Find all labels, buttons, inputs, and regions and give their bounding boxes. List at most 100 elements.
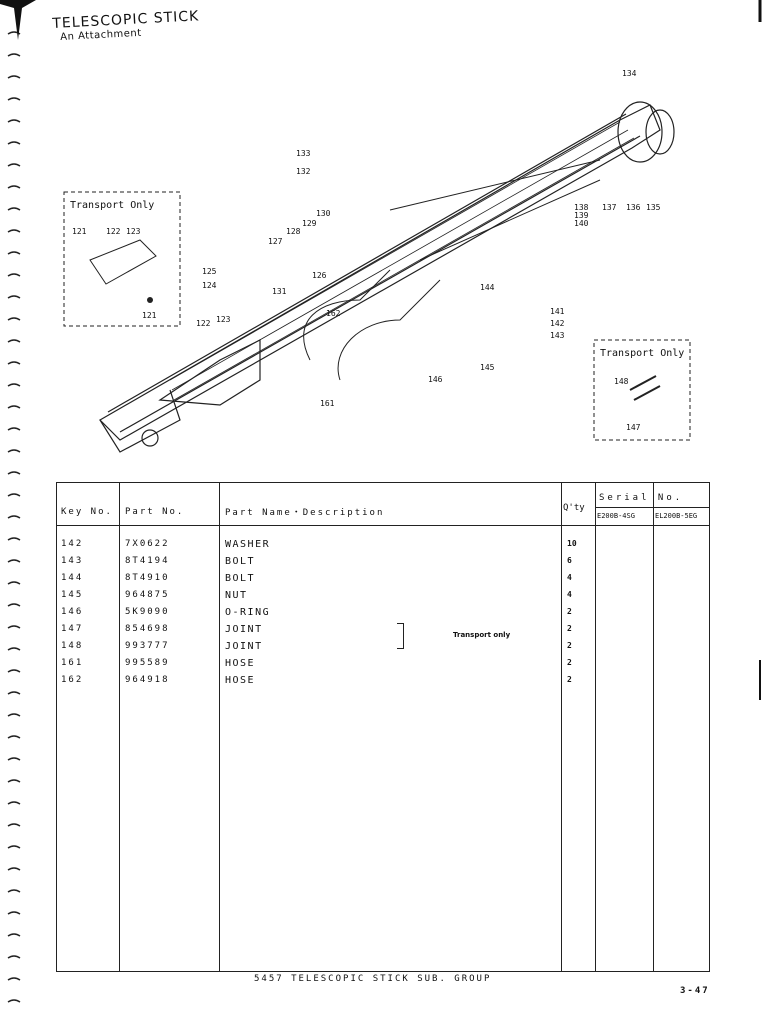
- qty-cell: 2: [567, 624, 572, 633]
- key-cell: 161: [61, 658, 84, 668]
- callout-133: 133: [296, 149, 311, 158]
- col-divider: [653, 483, 654, 971]
- header-serial-a: E200B-4SG: [597, 512, 635, 520]
- exploded-parts-diagram: Transport Only Transport Only 121 122 12…: [63, 69, 691, 453]
- callout-137: 137: [602, 203, 617, 212]
- page-number: 3-47: [680, 986, 710, 996]
- callout-162: 162: [326, 309, 341, 318]
- callout-127: 127: [268, 237, 283, 246]
- part-no-cell: 7X0622: [125, 539, 170, 549]
- key-cell: 142: [61, 539, 84, 549]
- key-cell: 144: [61, 573, 84, 583]
- part-no-cell: 964918: [125, 675, 170, 685]
- callout-128: 128: [286, 227, 301, 236]
- callout-138: 138: [574, 203, 589, 212]
- header-qty: Q'ty: [563, 503, 585, 513]
- key-cell: 147: [61, 624, 84, 634]
- key-cell: 162: [61, 675, 84, 685]
- callout-145: 145: [480, 363, 495, 372]
- qty-cell: 10: [567, 539, 577, 548]
- callout-142: 142: [550, 319, 565, 328]
- transport-only-box-1: Transport Only: [63, 191, 181, 327]
- callout-136: 136: [626, 203, 641, 212]
- part-no-cell: 993777: [125, 641, 170, 651]
- transport-brace: [397, 623, 404, 649]
- part-no-cell: 5K9090: [125, 607, 170, 617]
- table-row: 146 5K9090 O-RING 2: [57, 607, 711, 624]
- key-cell: 145: [61, 590, 84, 600]
- key-cell: 148: [61, 641, 84, 651]
- callout-139: 139: [574, 211, 589, 220]
- callout-labels: 121 122 123 121 122 123 124 125 126 127 …: [72, 69, 661, 432]
- callout-144: 144: [480, 283, 495, 292]
- callout-122: 122: [106, 227, 121, 236]
- part-no-cell: 854698: [125, 624, 170, 634]
- callout-148: 148: [614, 377, 629, 386]
- corner-mark: [0, 0, 36, 40]
- part-name-cell: JOINT: [225, 624, 263, 635]
- callout-131: 131: [272, 287, 287, 296]
- callout-123: 123: [126, 227, 141, 236]
- callout-123b: 123: [216, 315, 231, 324]
- sub-group-footer: 5457 TELESCOPIC STICK SUB. GROUP: [254, 974, 492, 984]
- binder-edge: [7, 31, 21, 1003]
- serial-divider: [595, 507, 709, 508]
- callout-161: 161: [320, 399, 335, 408]
- header-divider: [57, 525, 709, 526]
- part-name-cell: WASHER: [225, 539, 271, 550]
- callout-135: 135: [646, 203, 661, 212]
- transport-box-1-title: Transport Only: [70, 200, 154, 211]
- key-cell: 143: [61, 556, 84, 566]
- parts-table: Key No. Part No. Part Name・Description Q…: [56, 482, 710, 972]
- col-divider: [219, 483, 220, 971]
- part-name-cell: BOLT: [225, 556, 256, 567]
- callout-121: 121: [72, 227, 87, 236]
- part-no-cell: 995589: [125, 658, 170, 668]
- qty-cell: 2: [567, 641, 572, 650]
- header-key-no: Key No.: [61, 507, 113, 517]
- header-part-no: Part No.: [125, 507, 185, 517]
- transport-only-box-2: Transport Only: [593, 339, 691, 441]
- page-edge-marks: [758, 0, 762, 700]
- part-name-cell: NUT: [225, 590, 248, 601]
- callout-147: 147: [626, 423, 641, 432]
- table-row: 162 964918 HOSE 2: [57, 675, 711, 692]
- transport-box-2-title: Transport Only: [600, 348, 684, 359]
- part-name-cell: O-RING: [225, 607, 271, 618]
- col-divider: [561, 483, 562, 971]
- qty-cell: 2: [567, 675, 572, 684]
- telescopic-stick-drawing: [99, 101, 675, 453]
- callout-126: 126: [312, 271, 327, 280]
- header-part-name: Part Name・Description: [225, 508, 385, 518]
- callout-129: 129: [302, 219, 317, 228]
- part-no-cell: 8T4910: [125, 573, 170, 583]
- part-name-cell: BOLT: [225, 573, 256, 584]
- callout-125: 125: [202, 267, 217, 276]
- callout-140: 140: [574, 219, 589, 228]
- qty-cell: 4: [567, 573, 572, 582]
- part-no-cell: 964875: [125, 590, 170, 600]
- callout-132: 132: [296, 167, 311, 176]
- table-row: 142 7X0622 WASHER 10: [57, 539, 711, 556]
- col-divider: [119, 483, 120, 971]
- part-no-cell: 8T4194: [125, 556, 170, 566]
- transport-only-note: Transport only: [453, 631, 511, 639]
- table-row: 144 8T4910 BOLT 4: [57, 573, 711, 590]
- header-serial-no: Serial No.: [599, 493, 684, 503]
- callout-146: 146: [428, 375, 443, 384]
- table-row: 148 993777 JOINT 2: [57, 641, 711, 658]
- callout-124: 124: [202, 281, 217, 290]
- col-divider: [595, 483, 596, 971]
- qty-cell: 2: [567, 607, 572, 616]
- callout-122b: 122: [196, 319, 211, 328]
- callout-130: 130: [316, 209, 331, 218]
- key-cell: 146: [61, 607, 84, 617]
- callout-121b: 121: [142, 311, 157, 320]
- part-name-cell: JOINT: [225, 641, 263, 652]
- callout-134: 134: [622, 69, 637, 78]
- table-row: 147 854698 JOINT 2: [57, 624, 711, 641]
- part-name-cell: HOSE: [225, 675, 256, 686]
